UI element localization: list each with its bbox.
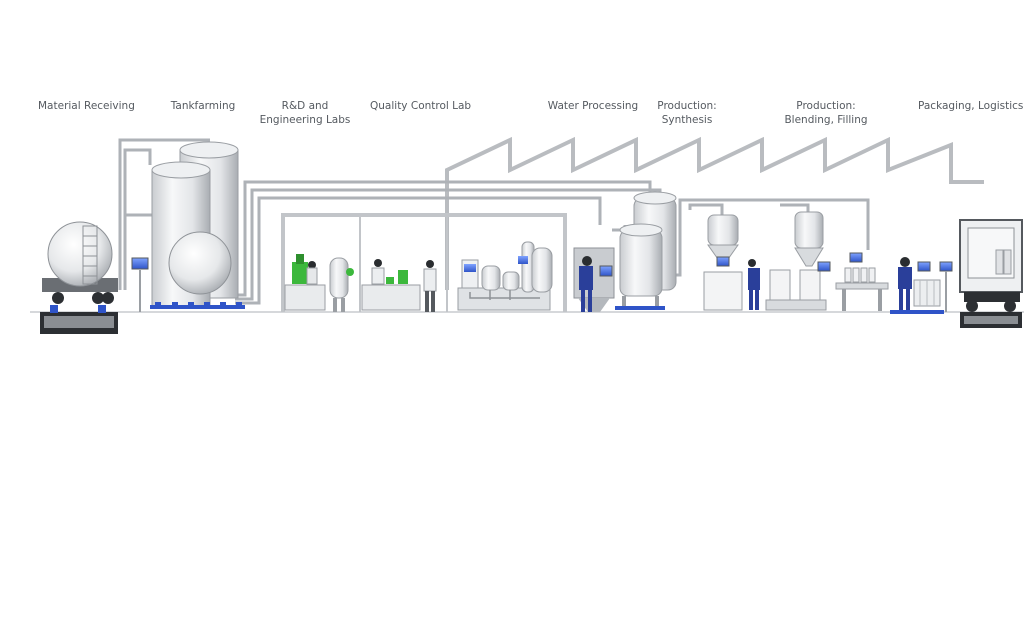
label-packaging-logistics: Packaging, Logistics <box>918 99 1024 113</box>
lab-building <box>281 213 567 312</box>
synthesis-area <box>573 191 677 312</box>
label-rd-engineering: R&D and Engineering Labs <box>255 99 355 127</box>
label-quality-control: Quality Control Lab <box>370 99 472 113</box>
label-line: Material Receiving <box>38 100 135 112</box>
delivery-truck <box>959 219 1023 328</box>
factory-roof <box>445 136 984 290</box>
label-line: Tankfarming <box>170 100 236 112</box>
terminal-receiving <box>131 257 149 312</box>
water-processing-unit <box>457 241 553 311</box>
label-production-synthesis: Production: Synthesis <box>652 99 722 127</box>
label-line: Blending, Filling <box>784 114 868 126</box>
label-line: R&D and <box>281 100 329 112</box>
qc-lab <box>361 259 437 312</box>
label-line: Packaging, Logistics <box>918 100 1024 112</box>
label-line: Water Processing <box>547 100 639 112</box>
blending-area <box>703 211 831 311</box>
filling-line <box>835 252 889 311</box>
label-line: Engineering Labs <box>259 114 351 126</box>
label-line: Production: <box>796 100 856 112</box>
label-line: Synthesis <box>661 114 713 126</box>
label-tankfarming: Tankfarming <box>168 99 238 113</box>
label-production-blending: Production: Blending, Filling <box>780 99 872 127</box>
label-line: Production: <box>657 100 717 112</box>
label-material-receiving: Material Receiving <box>38 99 135 113</box>
tankfarm <box>150 141 245 309</box>
tanker-truck <box>40 221 118 334</box>
label-line: Quality Control Lab <box>370 100 472 112</box>
label-water-processing: Water Processing <box>545 99 641 113</box>
rd-lab <box>284 254 354 312</box>
packaging-area <box>890 257 953 314</box>
